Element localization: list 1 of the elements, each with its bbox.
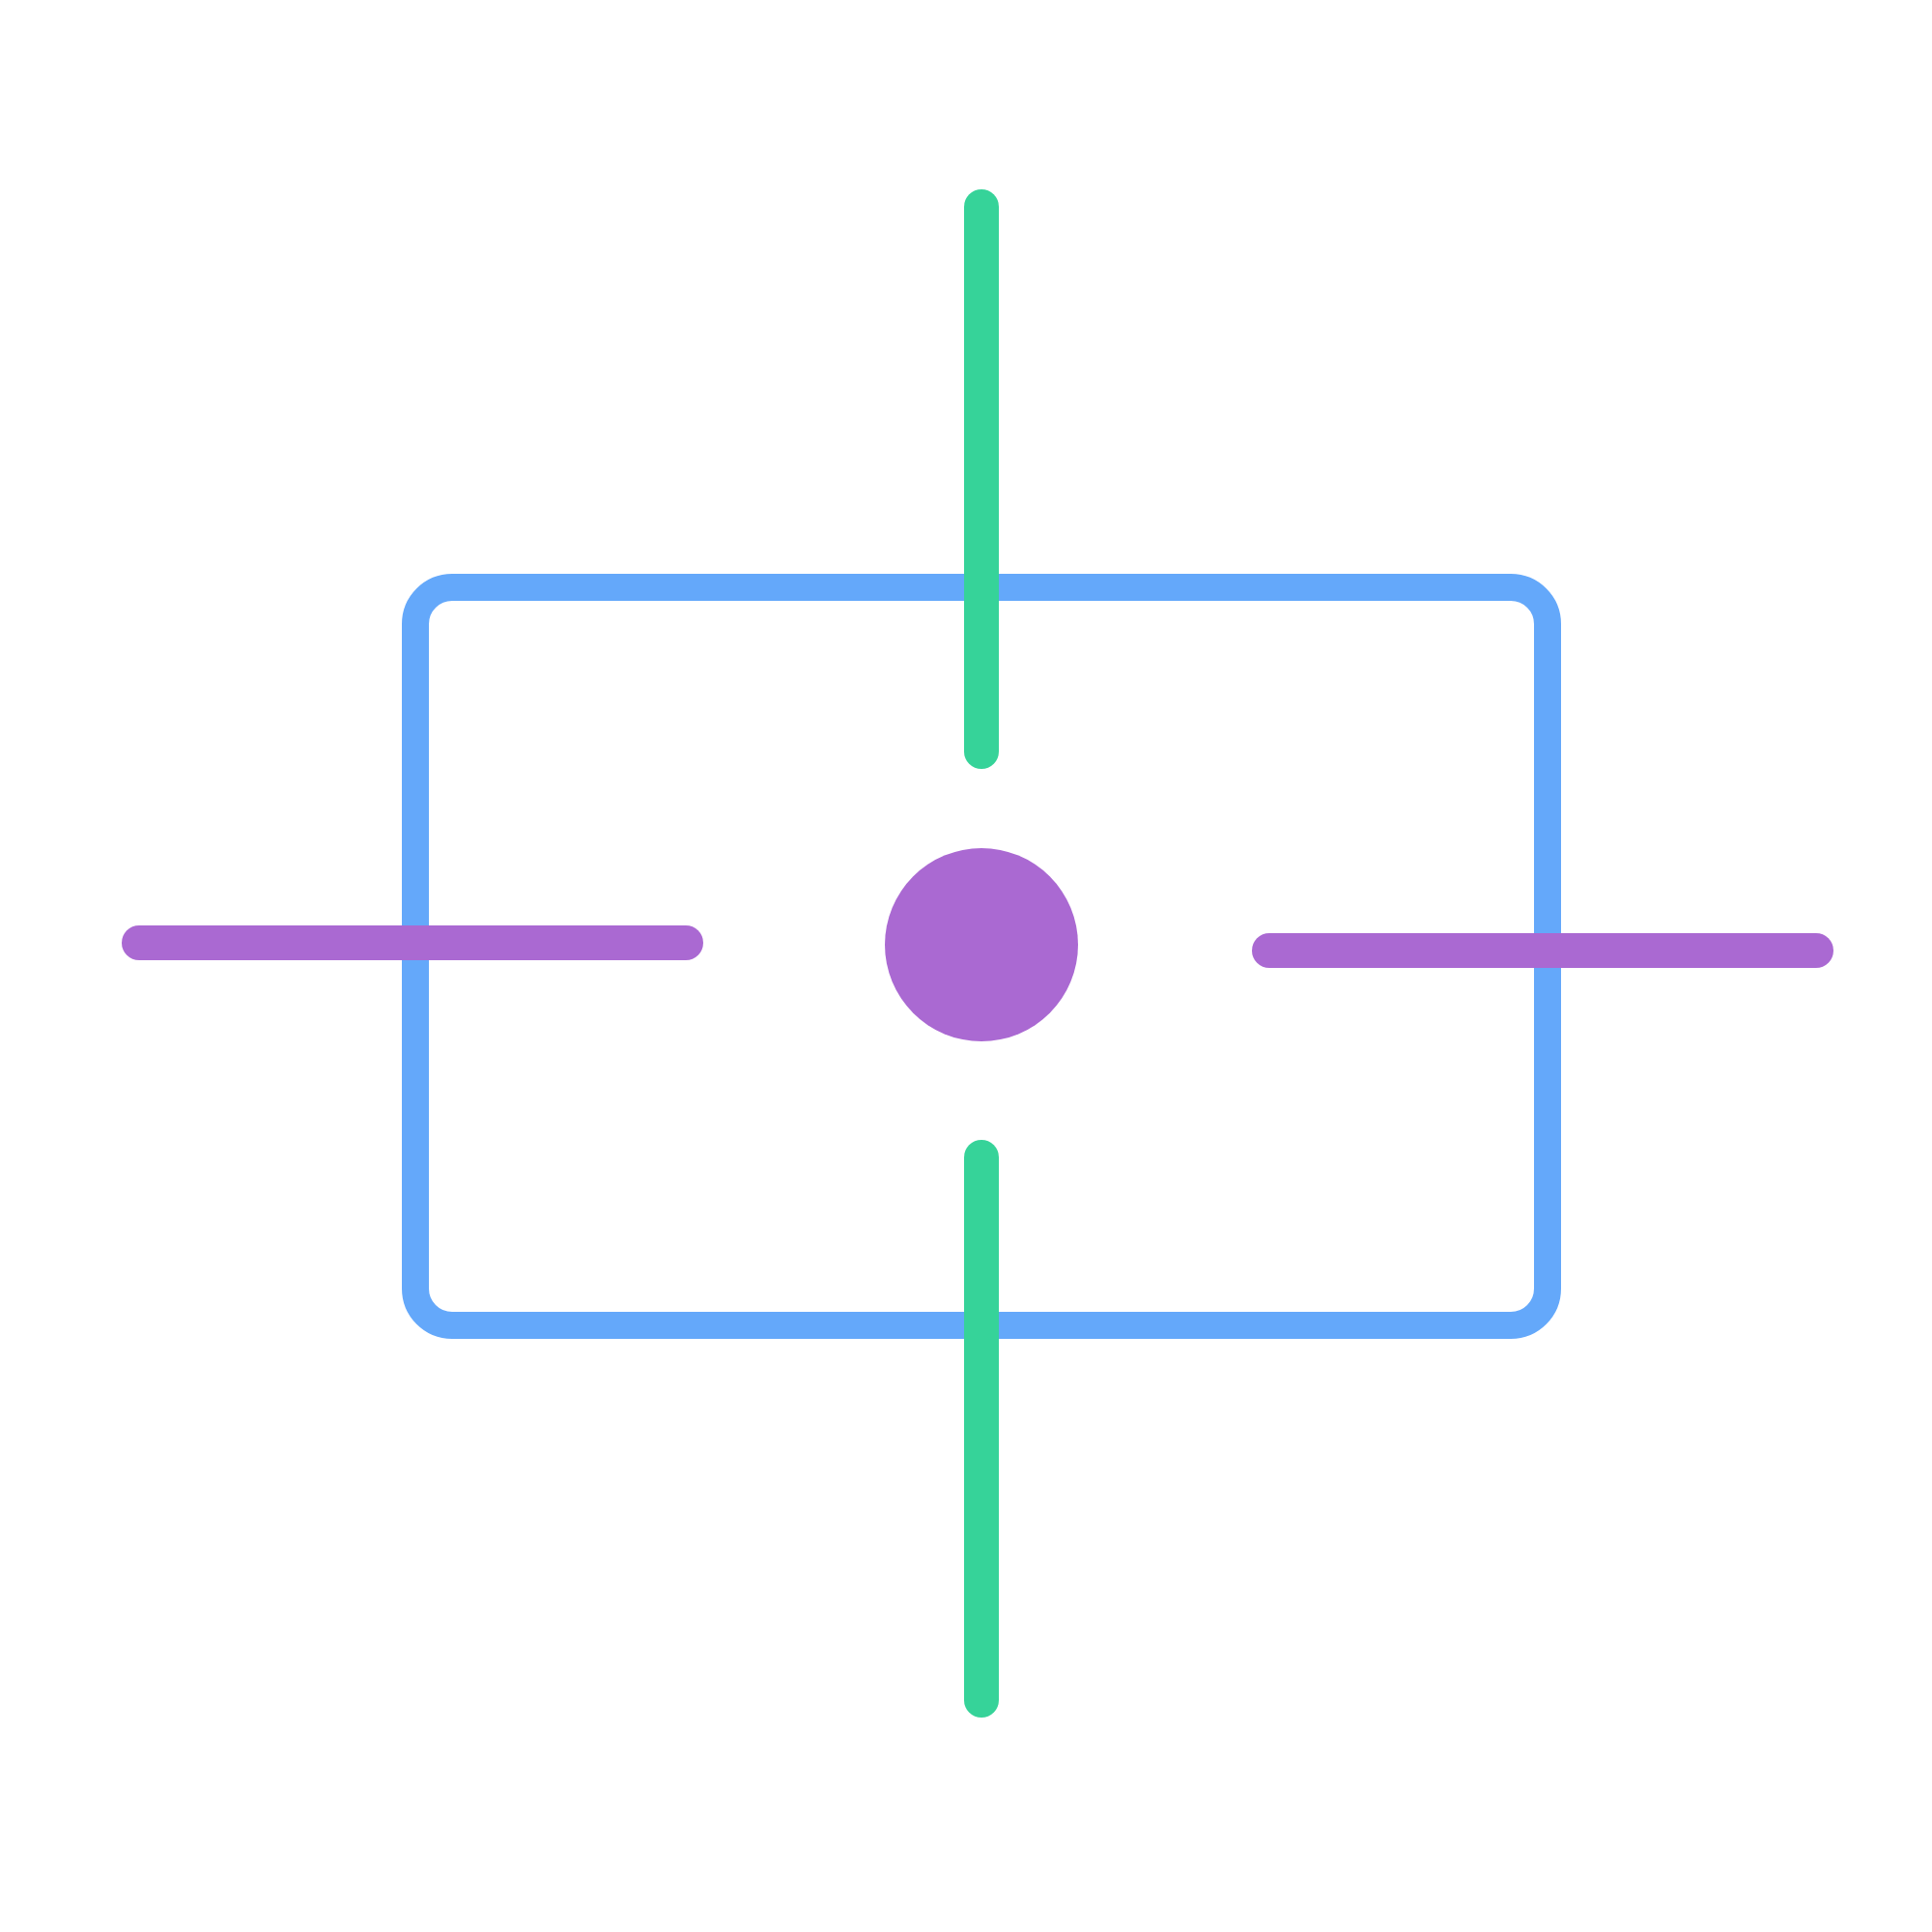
frame-rectangle (402, 574, 1561, 1339)
